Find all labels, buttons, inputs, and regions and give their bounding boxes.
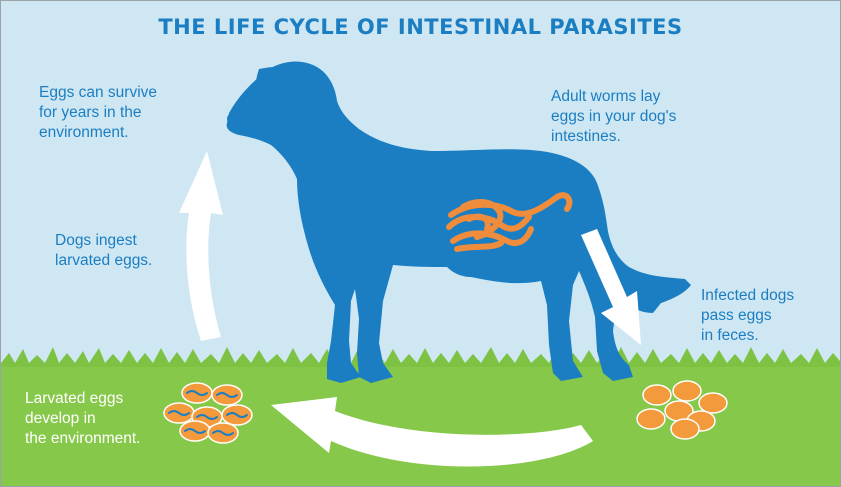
caption-larvated-eggs: Larvated eggs develop in the environment… xyxy=(25,390,141,447)
caption-eggs-survive: Eggs can survive for years in the enviro… xyxy=(39,84,158,141)
caption-adult-worms: Adult worms lay eggs in your dog's intes… xyxy=(551,88,677,145)
cycle-arrow-icon xyxy=(179,151,641,467)
caption-infected-dogs: Infected dogs pass eggs in feces. xyxy=(701,287,795,344)
worm-cluster-icon xyxy=(446,192,573,252)
caption-dogs-ingest: Dogs ingest larvated eggs. xyxy=(55,232,153,269)
page-title: THE LIFE CYCLE OF INTESTINAL PARASITES xyxy=(158,15,683,39)
egg-cluster-icon xyxy=(636,380,728,440)
larvated-egg-cluster-icon xyxy=(163,382,253,444)
